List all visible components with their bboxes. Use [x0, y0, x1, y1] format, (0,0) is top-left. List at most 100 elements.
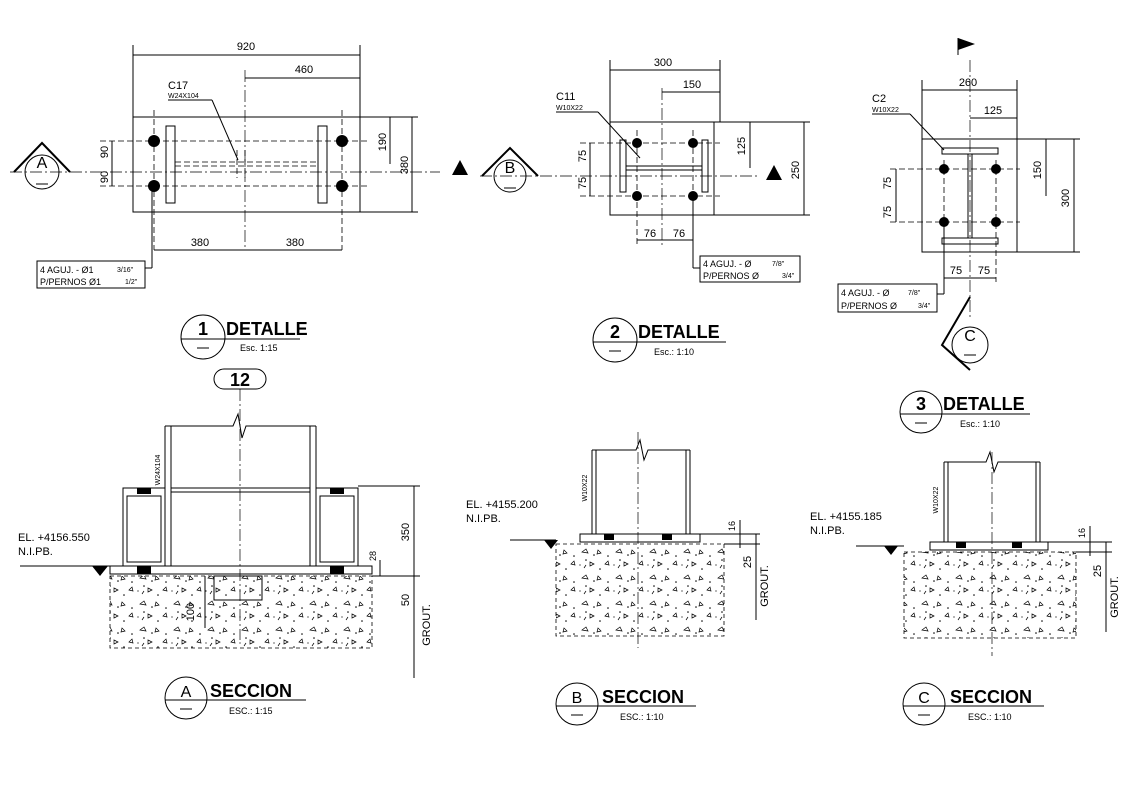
section-title-b: SECCION — [602, 687, 684, 707]
grout-pad — [109, 575, 373, 649]
dim-350: 350 — [400, 523, 412, 541]
hole-note-frac-3: 7/8" — [908, 290, 921, 297]
dim-380-right: 380 — [286, 237, 304, 249]
bolt-note-frac-3: 3/4" — [918, 303, 931, 310]
detail-title-2: DETALLE — [638, 322, 720, 342]
dim-28: 28 — [368, 551, 378, 561]
section-profile-c: W10X22 — [933, 486, 940, 513]
section-title-c: SECCION — [950, 687, 1032, 707]
section-title-letter-b: B — [572, 690, 583, 707]
dim-125: 125 — [736, 137, 748, 155]
elevation-b: EL. +4155.200 — [466, 499, 538, 511]
dim-25-c: 25 — [1092, 565, 1104, 577]
dim-75-v-b: 75 — [882, 206, 894, 218]
detail-scale: Esc. 1:15 — [240, 343, 278, 353]
detail-number-circle-3 — [899, 390, 943, 434]
dim-125-3: 125 — [984, 105, 1002, 117]
column-name-3: C2 — [872, 93, 886, 105]
detail-scale-3: Esc.: 1:10 — [960, 419, 1000, 429]
dim-380-left: 380 — [191, 237, 209, 249]
level-c: N.I.PB. — [810, 525, 845, 537]
section-scale-a: ESC.: 1:15 — [229, 706, 273, 716]
dim-150-3: 150 — [1032, 161, 1044, 179]
bolt-note: P/PERNOS Ø1 — [40, 277, 101, 287]
dim-25-b: 25 — [742, 556, 754, 568]
level-a: N.I.PB. — [18, 546, 53, 558]
column-profile: W24X104 — [168, 93, 199, 100]
grid-tag-label: 12 — [230, 370, 250, 390]
section-arrow-icon — [766, 165, 782, 180]
detail-title-3: DETALLE — [943, 394, 1025, 414]
level-marker-icon — [884, 546, 898, 555]
section-scale-b: ESC.: 1:10 — [620, 712, 664, 722]
grout-pad-b — [555, 543, 725, 637]
hole-note-frac-2: 7/8" — [772, 261, 785, 268]
level-marker-icon — [92, 566, 108, 576]
dim-380-v: 380 — [399, 156, 411, 174]
section-letter-c: C — [964, 328, 976, 345]
flange-left — [165, 125, 176, 204]
dim-75-h-b: 75 — [978, 265, 990, 277]
section-title-a: SECCION — [210, 681, 292, 701]
dim-16-c: 16 — [1077, 528, 1087, 538]
section-profile-a: W24X104 — [155, 455, 162, 486]
bolt — [991, 217, 1001, 227]
section-letter-circle-a — [164, 676, 208, 720]
detail-1-plan: 920 460 380 380 190 380 90 90 C17 W24X10… — [10, 41, 468, 360]
bolt-note-2: P/PERNOS Ø — [703, 271, 759, 281]
section-letter-b: B — [505, 160, 516, 177]
dim-300-3: 300 — [1060, 189, 1072, 207]
column-profile-2: W10X22 — [556, 105, 583, 112]
dim-76-b: 76 — [673, 228, 685, 240]
grout-label-a: GROUT. — [421, 604, 433, 646]
bolt-note-3: P/PERNOS Ø — [841, 301, 897, 311]
dim-75-b: 75 — [577, 177, 589, 189]
section-letter-circle-b — [555, 682, 599, 726]
dim-75-h-a: 75 — [950, 265, 962, 277]
hole-note-frac: 3/16" — [117, 267, 134, 274]
section-scale-c: ESC.: 1:10 — [968, 712, 1012, 722]
dim-16-b: 16 — [727, 521, 737, 531]
base-plate-1 — [132, 116, 361, 213]
dim-75-a: 75 — [577, 150, 589, 162]
dim-150: 150 — [683, 79, 701, 91]
dim-100: 100 — [185, 603, 197, 621]
base-plate-3 — [921, 138, 1018, 253]
section-profile-b: W10X22 — [582, 474, 589, 501]
dim-460: 460 — [295, 64, 313, 76]
bolt-note-frac: 1/2" — [125, 279, 138, 286]
section-title-letter-a: A — [181, 684, 192, 701]
grout-label-c: GROUT. — [1109, 576, 1121, 618]
section-marker-c — [940, 296, 971, 371]
grout-pad-c — [903, 551, 1077, 639]
column-profile-3: W10X22 — [872, 107, 899, 114]
column-name-2: C11 — [556, 91, 575, 103]
dim-76-a: 76 — [644, 228, 656, 240]
dim-250: 250 — [790, 161, 802, 179]
elevation-a: EL. +4156.550 — [18, 532, 90, 544]
detail-number-circle-2 — [592, 317, 638, 363]
section-b: W10X22 EL. +4155.200 N.I.PB. 16 25 GROUT… — [466, 432, 771, 726]
section-arrow-icon — [958, 38, 975, 50]
dim-50: 50 — [400, 594, 412, 606]
detail-3-plan: 260 125 75 75 150 300 75 75 C2 W10X22 4 … — [837, 38, 1080, 434]
hole-note-3: 4 AGUJ. - Ø — [841, 288, 890, 298]
level-b: N.I.PB. — [466, 513, 501, 525]
dim-260: 260 — [959, 77, 977, 89]
section-title-letter-c: C — [918, 690, 930, 707]
detail-number-2: 2 — [610, 322, 620, 342]
level-marker-icon — [544, 540, 558, 549]
elevation-c: EL. +4155.185 — [810, 511, 882, 523]
section-marker-b — [481, 146, 539, 177]
section-letter-a: A — [37, 155, 48, 172]
dim-90-a: 90 — [99, 146, 111, 158]
flange-right — [317, 125, 328, 204]
dim-190: 190 — [377, 133, 389, 151]
detail-number-circle — [180, 314, 226, 360]
section-a: 12 W24X104 100 EL. +4156.550 N.I.PB. — [18, 368, 433, 720]
section-marker-a — [13, 141, 71, 173]
bolt-note-frac-2: 3/4" — [782, 273, 795, 280]
section-arrow-icon — [452, 160, 468, 175]
column-name: C17 — [168, 80, 188, 92]
